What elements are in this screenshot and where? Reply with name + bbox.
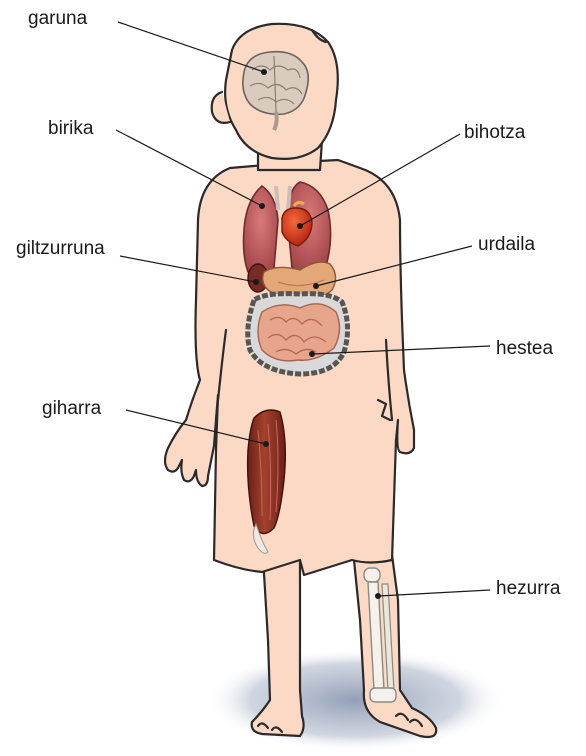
label-lung: birika <box>48 118 94 139</box>
label-bone: hezurra <box>496 578 561 599</box>
label-heart: bihotza <box>464 122 526 143</box>
human-figure-icon <box>165 24 436 737</box>
intestine-organ-icon <box>248 294 348 374</box>
label-brain: garuna <box>28 8 88 29</box>
floor-shadow <box>205 648 505 752</box>
label-muscle: giharra <box>42 398 102 419</box>
label-intestine: hestea <box>496 338 553 359</box>
label-kidney: giltzurruna <box>16 238 105 259</box>
label-stomach: urdaila <box>478 234 535 255</box>
